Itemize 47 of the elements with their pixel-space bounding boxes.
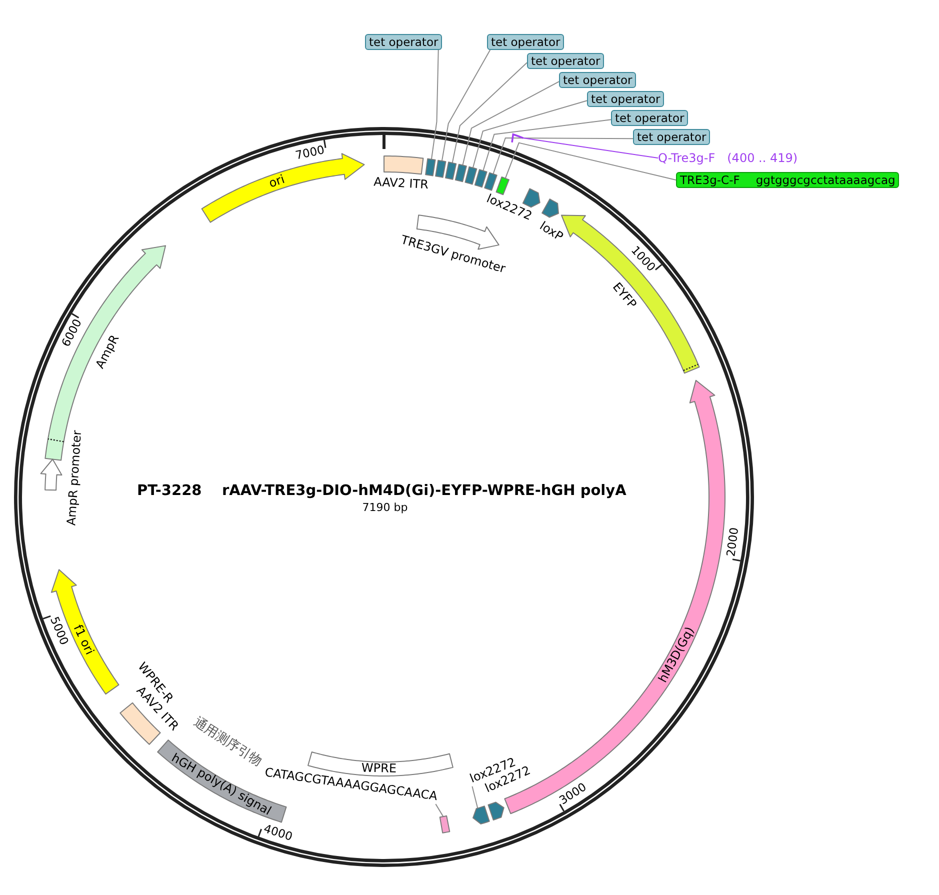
leader-line: [492, 137, 634, 174]
tick-label: 5000: [46, 615, 70, 648]
label-tag: [676, 172, 900, 188]
feature-block: [424, 157, 437, 178]
leader-line: [430, 50, 439, 160]
leader-line: [504, 142, 676, 180]
leader-line: [452, 62, 528, 164]
leader-line: [522, 138, 658, 158]
plasmid-size: 7190 bp: [362, 502, 408, 514]
tick-label: 7000: [294, 143, 326, 162]
leader-line: [435, 804, 444, 818]
tick-label: 6000: [60, 317, 85, 350]
feature-arc: [49, 568, 121, 696]
feature-block: [463, 165, 479, 186]
label-tag: tet operator: [365, 34, 442, 50]
label-tag: tet operator: [487, 34, 564, 50]
leader-line: [482, 119, 612, 172]
feature-label: ori: [268, 172, 287, 191]
feature-block: [444, 160, 458, 181]
label-tag: tet operator: [611, 110, 688, 126]
feature-block: [434, 158, 448, 179]
primer-name: TRE3g-C-F: [680, 173, 740, 187]
primer-sequence: ggtgggcgcctataaaagcag: [756, 173, 896, 187]
label-tag: tet operator: [633, 129, 710, 145]
tick-label: 4000: [262, 822, 294, 844]
feature-block: [438, 814, 452, 835]
feature-block: [473, 168, 489, 189]
primer-position: (400 .. 419): [727, 151, 798, 165]
site-marker: [471, 804, 491, 826]
leader-line: [462, 81, 560, 166]
label-tag: tet operator: [587, 91, 664, 107]
tick-label: 2000: [724, 526, 742, 558]
leader-line: [441, 50, 491, 162]
label-tag: tet operator: [527, 53, 604, 69]
feature-label: AAV2 ITR: [373, 176, 429, 193]
feature-label: f1 ori: [70, 623, 96, 658]
primer-name: Q-Tre3g-F: [658, 151, 716, 165]
primer-mark: [510, 132, 525, 144]
feature-block: [483, 171, 499, 192]
plasmid-title: rAAV-TRE3g-DIO-hM4D(Gi)-EYFP-WPRE-hGH polyA: [222, 484, 626, 500]
label-tag: tet operator: [559, 72, 636, 88]
plasmid-id: PT-3228: [137, 484, 202, 500]
feature-block: [453, 162, 468, 184]
feature-label: loxP: [536, 220, 565, 245]
feature-label: AmpR promoter: [64, 430, 84, 526]
leader-line: [472, 786, 478, 809]
leader-line: [472, 100, 588, 168]
